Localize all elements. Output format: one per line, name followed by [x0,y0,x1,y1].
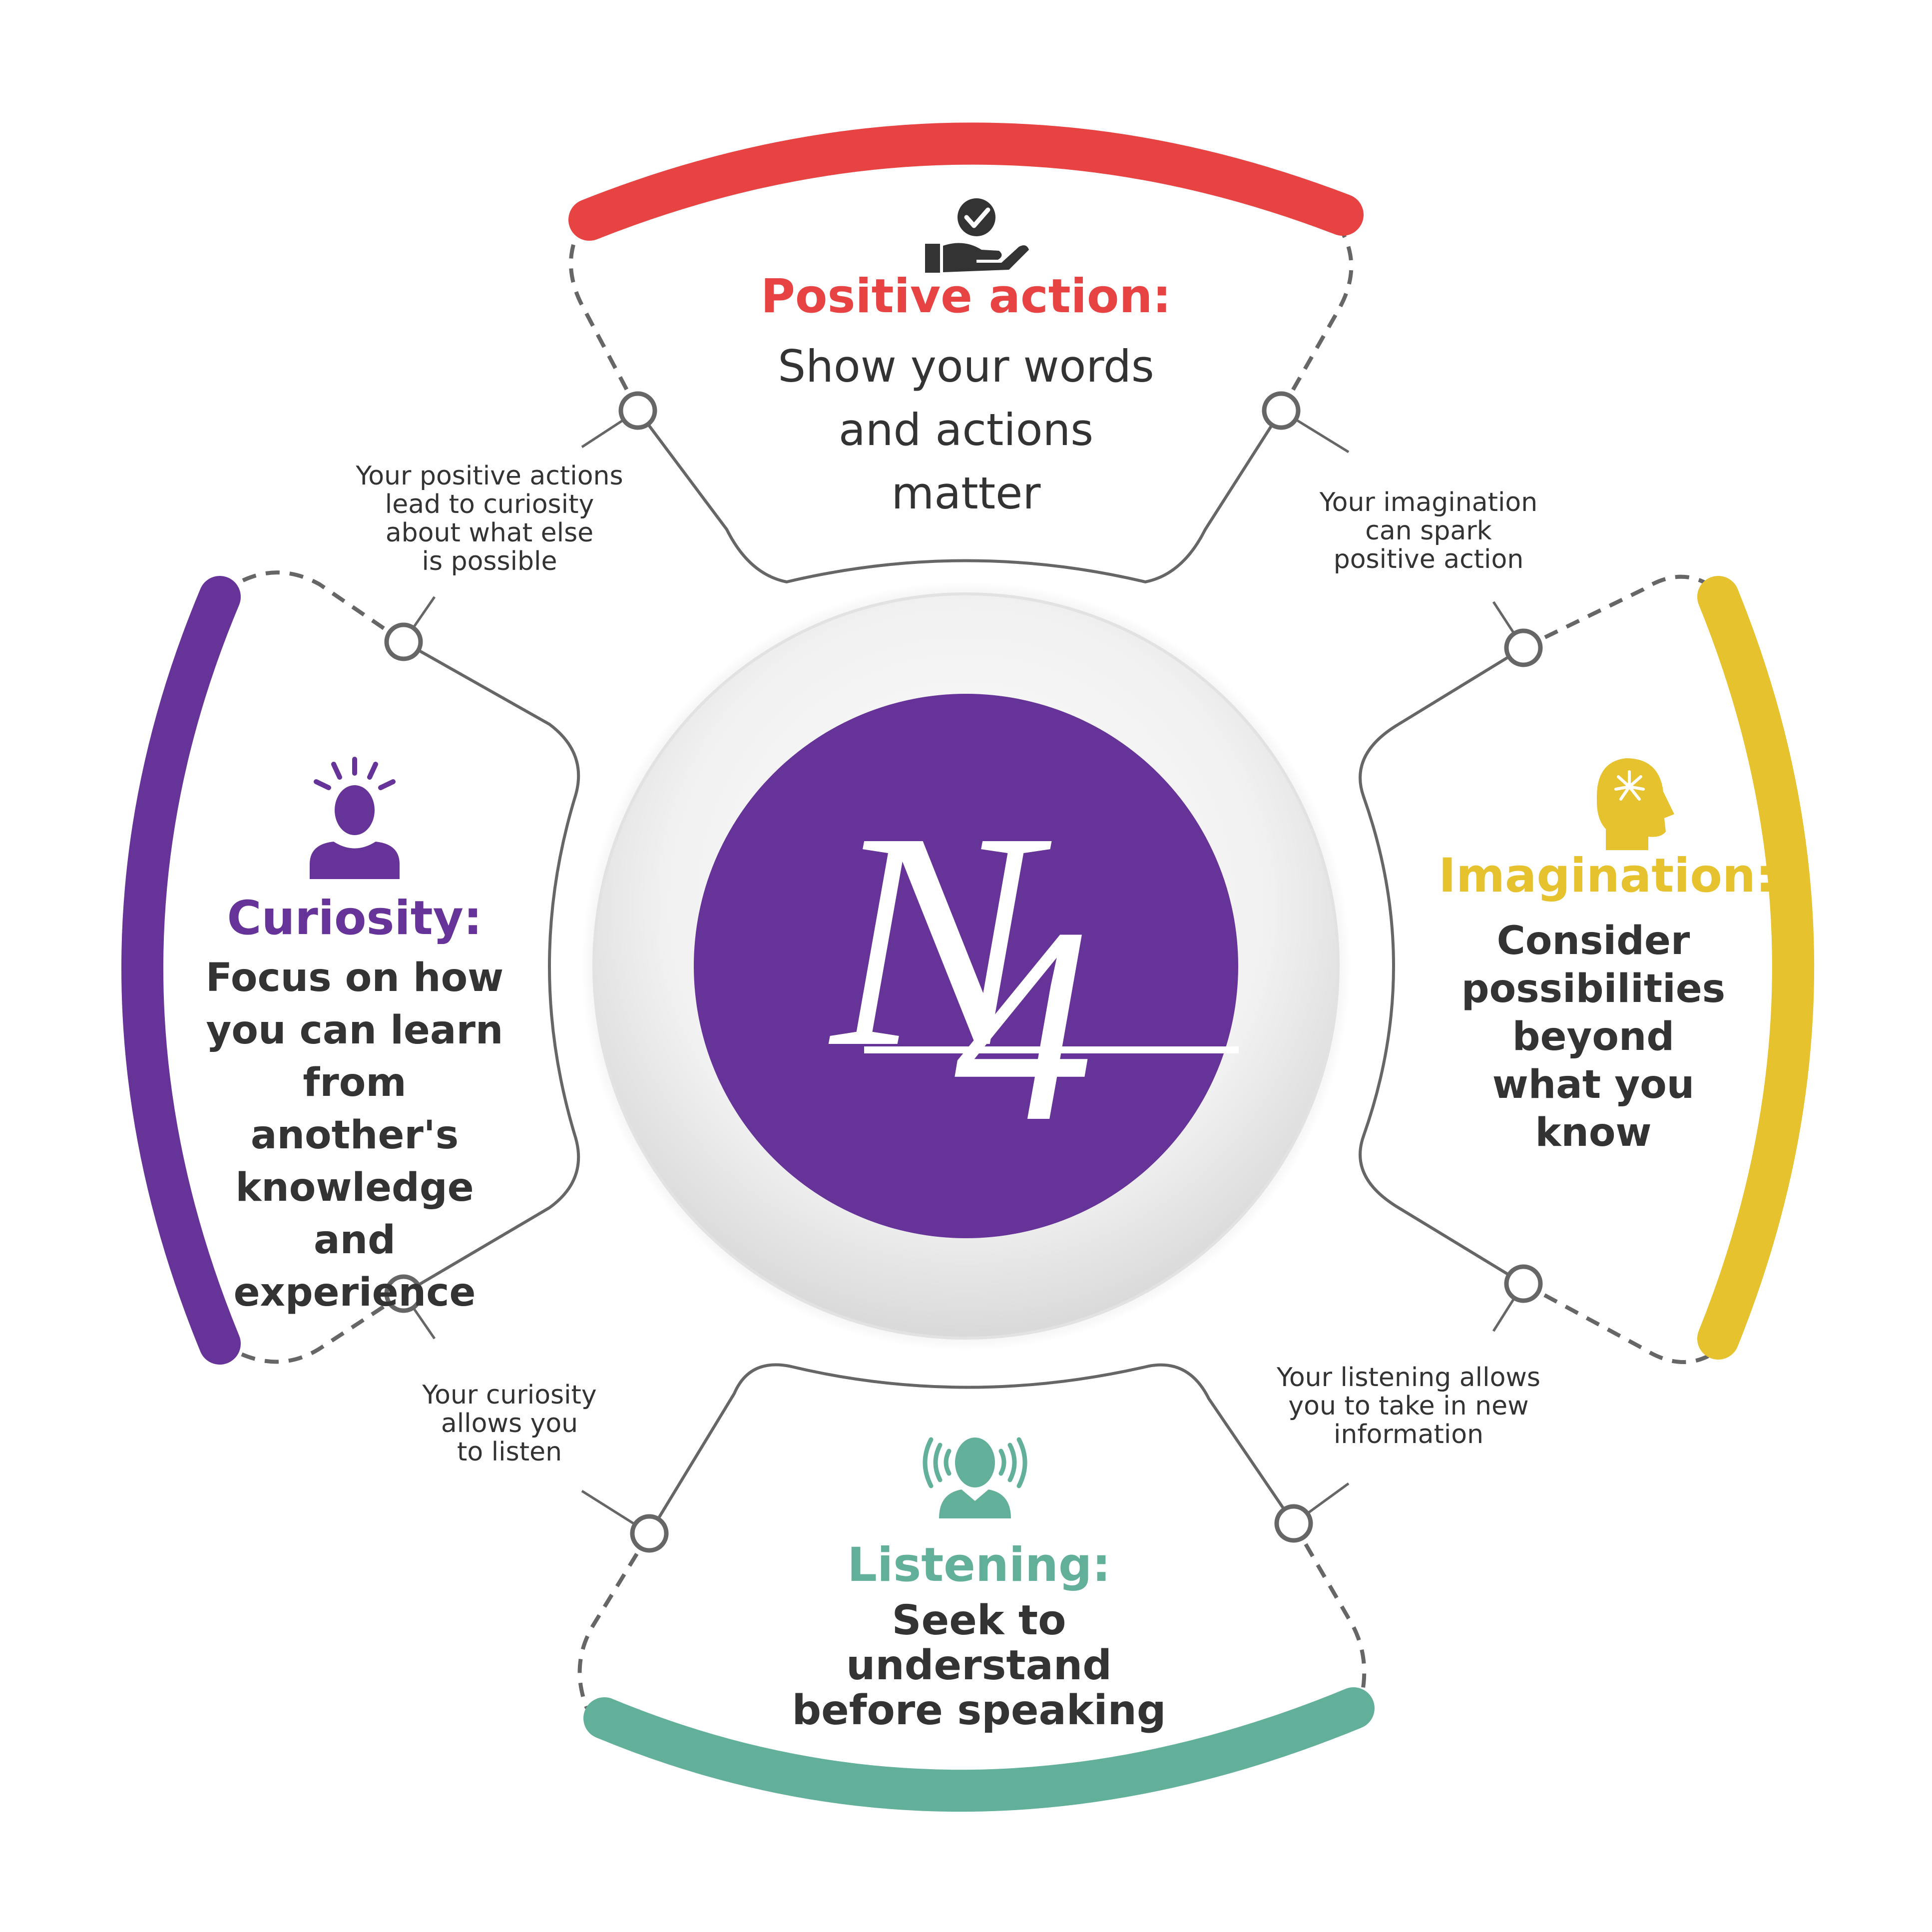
connector-line: lead to curiosity [385,489,594,519]
listening-arc [583,1687,1375,1812]
person-idea-rays-icon [310,757,400,879]
positive-action-arc [568,122,1364,241]
node-circle [1274,1504,1313,1543]
connector-line: to listen [457,1437,562,1467]
imagination-heading: Imagination: [1439,849,1775,903]
connector-line: information [1333,1420,1484,1449]
description-line: matter [891,468,1041,519]
connector-label-listening-to-imagination: Your listening allows you to take in new… [1239,1364,1578,1449]
positive-action-description: Show your words and actions matter [716,335,1216,525]
listening-lobe-dashes [577,1522,1367,1709]
description-line: what you know [1492,1062,1695,1155]
listening-description: Seek to understand before speaking [779,1598,1179,1733]
connector-line: allows you [441,1409,578,1439]
listening-lobe-outline [648,1363,1295,1534]
center-logo-circle [694,694,1238,1238]
imagination-description: Consider possibilities beyond what you k… [1439,917,1748,1157]
hand-check-icon [925,198,1029,273]
connector-label-curiosity-to-listening: Your curiosity allows you to listen [385,1381,634,1466]
description-line: knowledge and [235,1165,474,1263]
description-line: you can learn [206,1008,503,1053]
imagination-lobe-outline [1359,646,1524,1285]
connector-line: Your positive actions [356,461,623,491]
logo-letter-n: N [826,769,1053,1111]
connector-line: about what else [385,518,594,548]
listening-heading: Listening: [847,1538,1111,1592]
connector-line: Your listening allows [1277,1363,1540,1393]
description-line: Consider [1496,919,1690,964]
node-circle [384,622,423,661]
positive-action-lobe-dashes [569,234,1354,412]
imagination-arc [1697,576,1814,1360]
node-circle [384,1274,423,1313]
positive-action-lobe-outline [636,410,1283,584]
person-sound-waves-icon [923,1437,1027,1518]
connector-line: Your imagination [1319,487,1538,517]
positive-action-heading: Positive action: [761,269,1171,324]
curiosity-lobe-dashes [234,570,405,1364]
node-circles [384,391,1543,1553]
description-line: possibilities [1461,966,1726,1011]
connector-line: you to take in new [1288,1391,1529,1421]
description-line: beyond [1512,1014,1675,1059]
head-spark-icon [1596,758,1674,850]
curiosity-description: Focus on how you can learn from another'… [195,952,514,1319]
node-circle [1504,628,1543,667]
curiosity-heading: Curiosity: [227,891,483,946]
connector-line: can spark [1365,516,1492,546]
description-line: Seek to [892,1597,1066,1644]
description-line: from another's [250,1060,459,1158]
connector-label-imagination-to-action: Your imagination can spark positive acti… [1279,488,1578,574]
n4-logo: N 4 [826,769,1239,1180]
description-line: before speaking [792,1687,1166,1734]
node-circle [630,1514,669,1553]
description-line: Show your words [778,341,1154,392]
description-line: understand [846,1642,1112,1689]
logo-digit-4: 4 [954,870,1094,1180]
connector-line: is possible [422,546,557,576]
node-circle [1262,391,1301,430]
curiosity-arc [121,576,241,1365]
connector-line: Your curiosity [422,1380,597,1410]
node-circle [1504,1264,1543,1303]
curiosity-lobe-outline [403,640,580,1295]
connector-line: positive action [1333,544,1524,574]
description-line: Focus on how [205,956,504,1000]
imagination-lobe-dashes [1522,574,1710,1364]
description-line: experience [233,1270,476,1315]
description-line: and actions [838,404,1094,456]
connector-label-action-to-curiosity: Your positive actions lead to curiosity … [340,462,639,576]
node-circle [618,391,657,430]
